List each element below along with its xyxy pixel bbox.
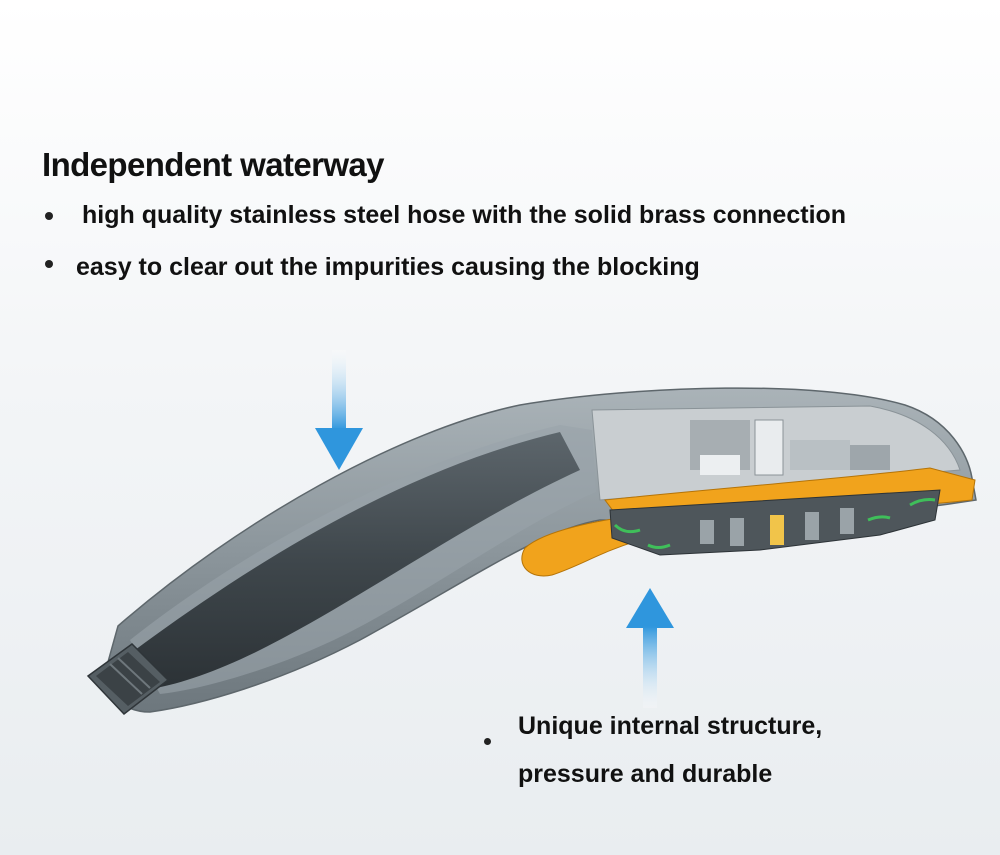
bullet-dot (45, 212, 53, 220)
green-seals (613, 498, 936, 549)
callout-line-1: Unique internal structure, (518, 712, 823, 740)
internal-mechanism (591, 405, 961, 501)
feature-bullet-1: high quality stainless steel hose with t… (82, 201, 847, 229)
arrow-up-icon (626, 588, 674, 708)
brass-connector (86, 643, 170, 716)
bullet-dot (45, 260, 53, 268)
feature-bullet-2: easy to clear out the impurities causing… (76, 253, 700, 281)
hose-tube (135, 432, 580, 688)
section-heading: Independent waterway (42, 146, 385, 183)
spray-plate (609, 489, 941, 556)
arrow-down-icon (315, 350, 363, 470)
callout-dot (484, 738, 491, 745)
callout-line-2: pressure and durable (518, 760, 773, 788)
